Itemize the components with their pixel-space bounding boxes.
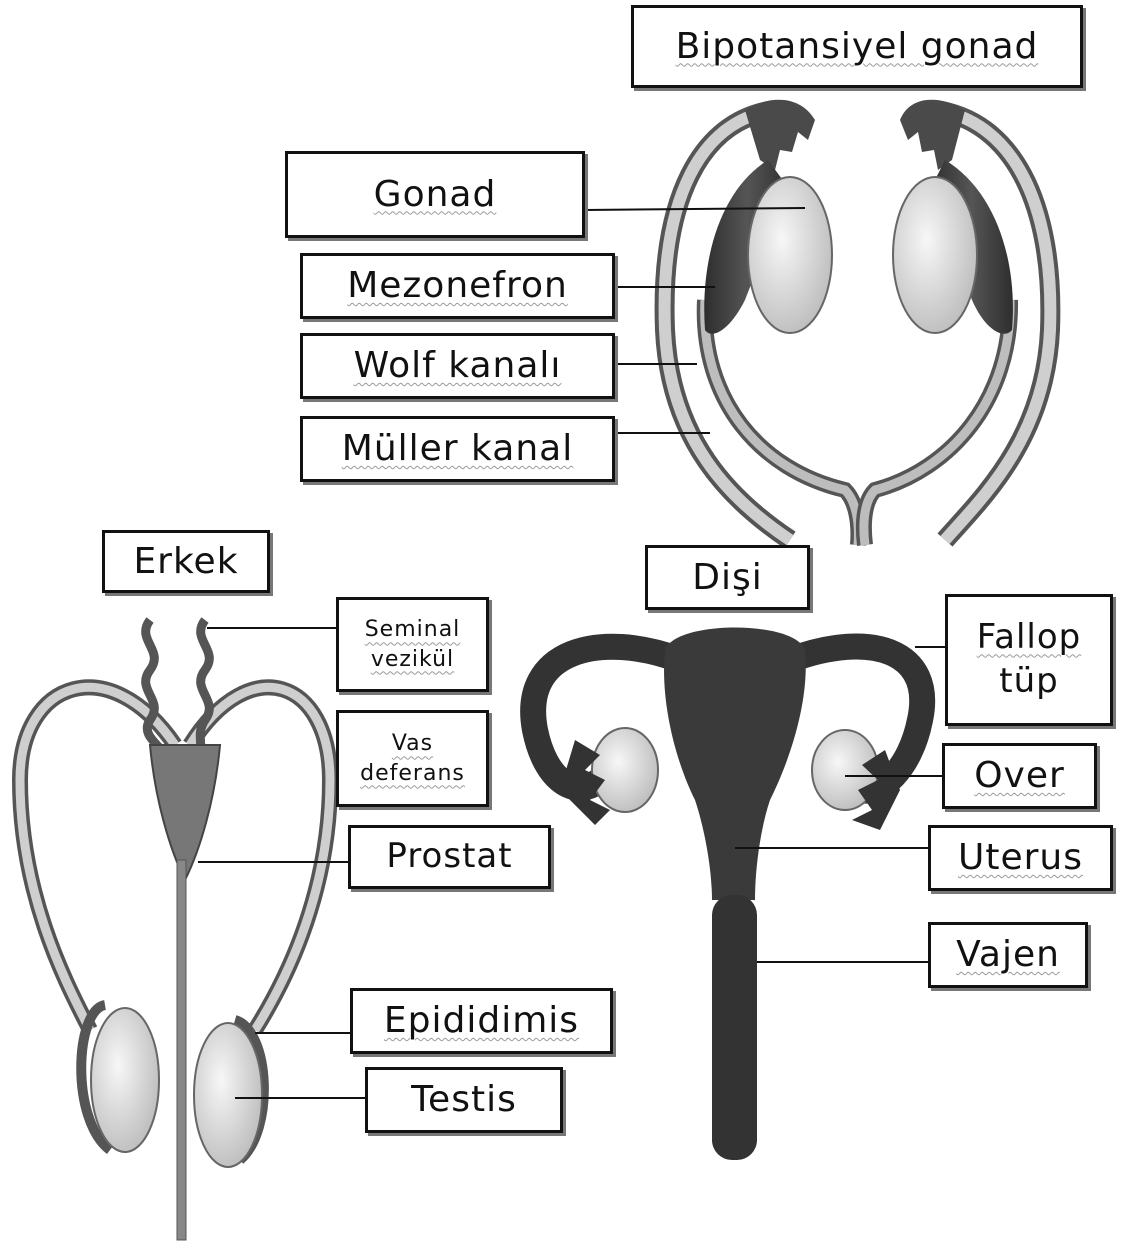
label-gonad-text: Gonad bbox=[374, 176, 497, 214]
label-seminal-vezikul: Seminal vezikül bbox=[336, 597, 489, 692]
wolf-duct-left bbox=[705, 300, 859, 545]
label-mezonefron: Mezonefron bbox=[300, 253, 615, 319]
label-muller-text: Müller kanal bbox=[342, 430, 573, 468]
wolf-duct-right bbox=[864, 300, 1010, 545]
label-testis-text: Testis bbox=[411, 1081, 517, 1119]
label-wolf-text: Wolf kanalı bbox=[354, 347, 562, 385]
over-left bbox=[592, 728, 658, 812]
female-system bbox=[533, 628, 922, 1161]
label-mezonefron-text: Mezonefron bbox=[347, 267, 568, 305]
label-over: Over bbox=[942, 743, 1097, 809]
label-disi-text: Dişi bbox=[692, 559, 762, 597]
label-erkek-text: Erkek bbox=[133, 543, 238, 581]
label-over-text: Over bbox=[974, 757, 1065, 795]
label-testis: Testis bbox=[365, 1067, 563, 1133]
label-seminal-line2: vezikül bbox=[371, 648, 454, 671]
label-gonad: Gonad bbox=[285, 151, 585, 238]
label-vajen: Vajen bbox=[928, 922, 1088, 988]
bipotential-stage bbox=[665, 100, 1051, 545]
label-wolf-kanali: Wolf kanalı bbox=[300, 333, 615, 399]
label-vajen-text: Vajen bbox=[956, 936, 1060, 974]
label-fallop-line1: Fallop bbox=[977, 620, 1082, 656]
testis-left bbox=[91, 1008, 159, 1152]
seminal-vesicle-right bbox=[198, 620, 209, 755]
label-fallop-line2: tüp bbox=[999, 664, 1058, 700]
label-disi: Dişi bbox=[645, 545, 810, 610]
label-muller-kanal: Müller kanal bbox=[300, 416, 615, 482]
fimbria-left bbox=[745, 100, 815, 170]
urethra bbox=[177, 860, 186, 1240]
vas-deferens-right bbox=[190, 687, 330, 1030]
label-seminal-line1: Seminal bbox=[365, 618, 461, 641]
testis-right bbox=[194, 1023, 262, 1167]
male-system bbox=[20, 620, 330, 1240]
label-vas-line2: deferans bbox=[360, 762, 465, 785]
gonad-left bbox=[748, 177, 832, 333]
uterus-body bbox=[664, 628, 806, 901]
fimbria-right bbox=[900, 100, 965, 170]
label-erkek: Erkek bbox=[102, 530, 270, 593]
label-uterus-text: Uterus bbox=[958, 839, 1083, 877]
label-prostat: Prostat bbox=[348, 825, 551, 889]
label-bipotansiyel-gonad: Bipotansiyel gonad bbox=[631, 5, 1083, 88]
vajen bbox=[712, 895, 757, 1160]
label-epididimis: Epididimis bbox=[350, 988, 613, 1054]
label-vas-deferens: Vas deferans bbox=[336, 710, 489, 807]
gonad-right bbox=[893, 177, 977, 333]
label-bipotansiyel-text: Bipotansiyel gonad bbox=[676, 28, 1039, 66]
label-uterus: Uterus bbox=[928, 825, 1113, 891]
label-vas-line1: Vas bbox=[392, 732, 433, 755]
label-prostat-text: Prostat bbox=[386, 839, 512, 875]
label-fallop-tup: Fallop tüp bbox=[945, 594, 1113, 726]
label-epididimis-text: Epididimis bbox=[384, 1002, 579, 1040]
